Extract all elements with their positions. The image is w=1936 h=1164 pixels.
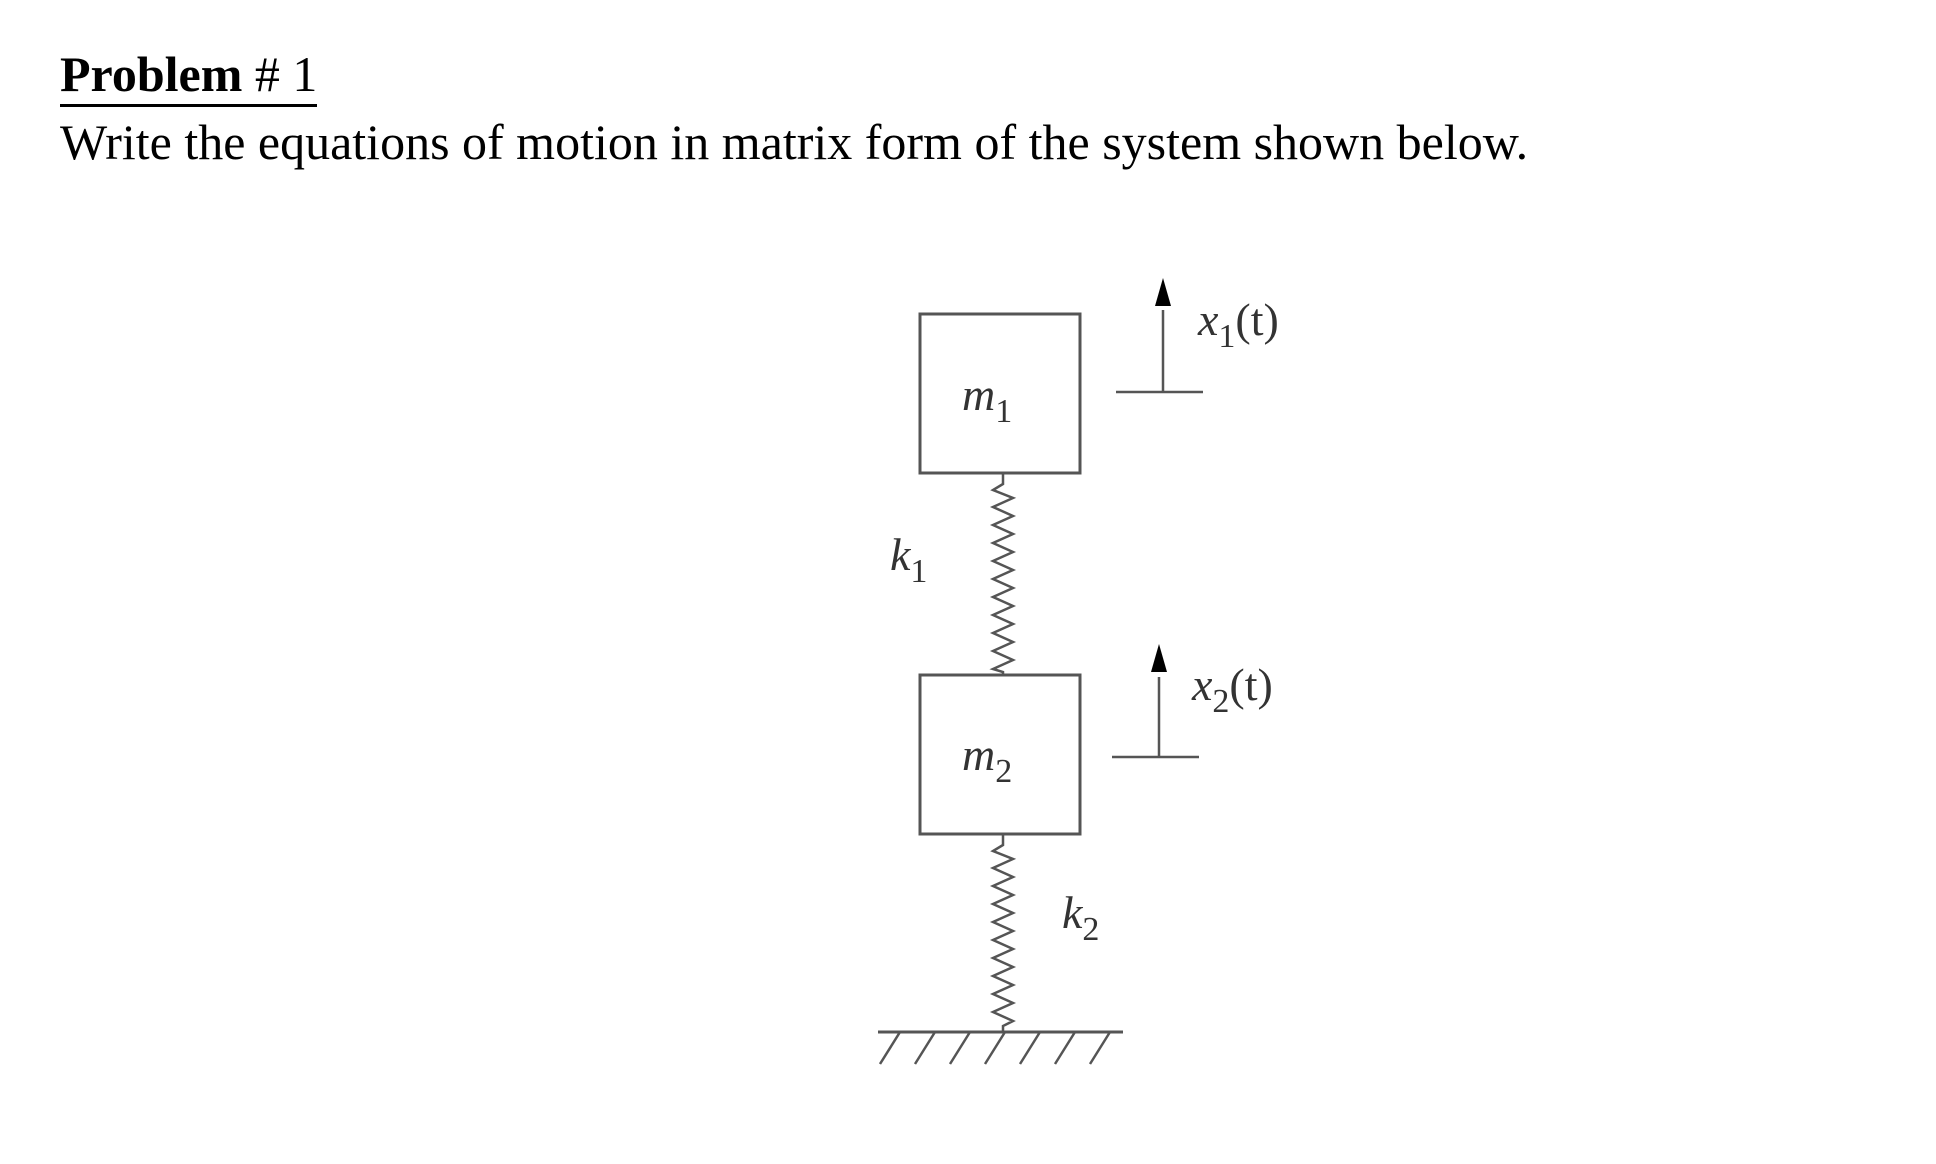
displacement-1-indicator [1116, 278, 1203, 394]
spring-1 [989, 473, 1017, 675]
problem-number: # 1 [242, 46, 318, 102]
mass-2-label: m2 [962, 729, 1012, 790]
arrow-up-icon [1155, 278, 1171, 306]
spring-2-label: k2 [1062, 887, 1099, 948]
mass-2-block [918, 673, 1082, 836]
displacement-1-label: x1(t) [1197, 294, 1279, 355]
displacement-2-label: x2(t) [1191, 659, 1273, 720]
arrow-up-icon [1151, 644, 1167, 672]
problem-heading: Problem # 1 [60, 44, 318, 107]
problem-statement: Write the equations of motion in matrix … [60, 114, 1529, 170]
spring-1-label: k1 [890, 529, 927, 590]
spring-2 [989, 834, 1017, 1032]
mass-1-block [918, 312, 1082, 475]
displacement-2-indicator [1112, 644, 1199, 759]
problem-heading-label: Problem [60, 46, 243, 102]
mass-1-label: m1 [962, 369, 1012, 430]
ground-support [878, 1030, 1123, 1065]
